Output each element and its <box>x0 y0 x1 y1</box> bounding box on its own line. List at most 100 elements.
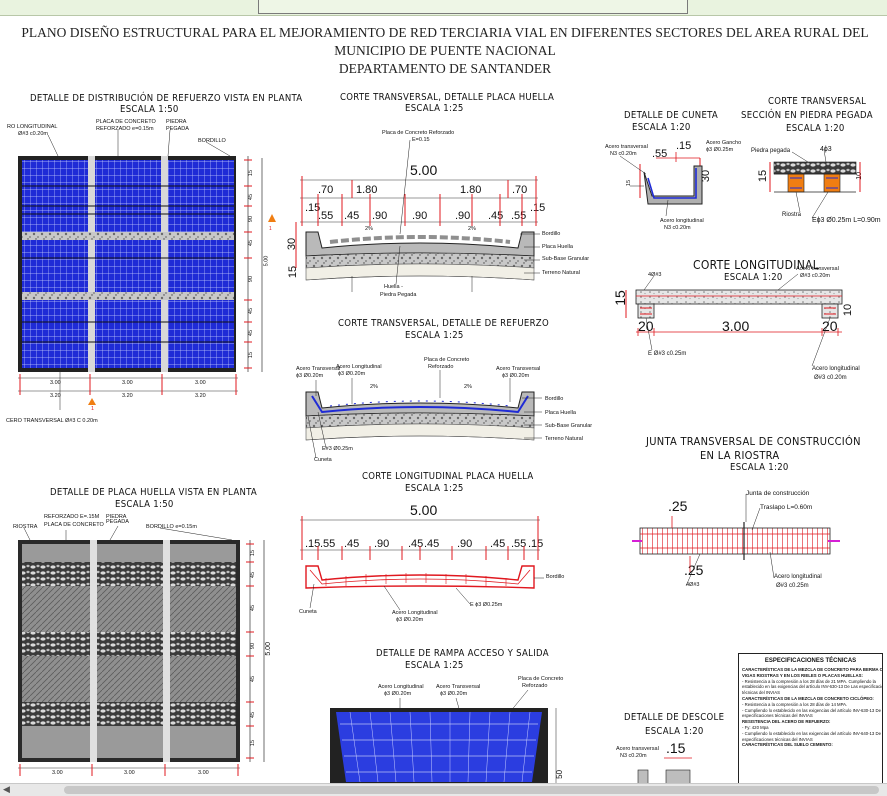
scroll-left-icon[interactable]: ◀ <box>3 784 10 794</box>
specs-line: especificaciones técnicas del INVIAS <box>742 736 813 742</box>
sec2-label-acero-l: Acero Longitudinal <box>336 364 382 370</box>
piedra-label-riostra: Riostra <box>782 212 802 218</box>
descole-title: DETALLE DE DESCOLE <box>624 712 725 723</box>
cuneta-dim-55: .55 <box>652 148 668 160</box>
sec3-dim-4: .45 <box>408 538 424 550</box>
sec1-label-placa: Placa de Concreto Reforzado <box>382 130 455 136</box>
descole-label-acero2: N3 c0.20m <box>620 753 647 759</box>
sec2-pct-1: 2% <box>464 384 472 390</box>
plan1-marker: 1 <box>91 406 95 412</box>
plan1-label-transv: CERO TRANSVERSAL Ø#3 C 0.20m <box>6 418 98 424</box>
plan1-title: DETALLE DE DISTRIBUCIÓN DE REFUERZO VIST… <box>30 93 303 104</box>
junta-scale: ESCALA 1:20 <box>730 462 789 473</box>
sec1-dim-a-1: 1.80 <box>356 184 378 196</box>
rampa-scale: ESCALA 1:25 <box>405 660 464 671</box>
cuneta-title: DETALLE DE CUNETA <box>624 110 719 121</box>
descole-scale: ESCALA 1:20 <box>645 726 704 737</box>
specs-line: RESISTENCIA DEL ACERO DE REFUERZO: <box>742 719 831 725</box>
sec3-total: 5.00 <box>410 502 438 518</box>
descole-label-acero: Acero transversal <box>616 746 659 752</box>
sec2-label-placa: Placa de Concreto <box>424 357 470 363</box>
title-line-1: PLANO DISEÑO ESTRUCTURAL PARA EL MEJORAM… <box>21 25 869 58</box>
cuneta-dim-15: .15 <box>676 140 692 152</box>
corte-long-title: CORTE LONGITUDINAL <box>693 258 820 272</box>
plan1-label-piedra: PIEDRA <box>166 119 187 125</box>
plan2-dim-bottom-0: 3.00 <box>52 770 63 776</box>
piedra-label-4: 4ɸ3 <box>820 146 832 153</box>
piedra-title-2: SECCIÓN EN PIEDRA PEGADA <box>741 110 873 121</box>
sec3-title: CORTE LONGITUDINAL PLACA HUELLA <box>362 471 534 482</box>
sec1-legend-1: Placa Huella <box>542 244 573 250</box>
junta-label-4n3: 4Ø#3 <box>686 582 700 588</box>
plan2-label-riostra: RIOSTRA <box>13 524 38 530</box>
piedra-title-1: CORTE TRANSVERSAL <box>768 96 867 107</box>
specs-line: establecido en las exigencias del artícu… <box>742 684 883 690</box>
plan2-dim-bottom-1: 3.00 <box>124 770 135 776</box>
rampa-label-acero-t2: ɸ3 Ø0.20m <box>440 691 468 697</box>
sec1-title: CORTE TRANSVERSAL, DETALLE PLACA HUELLA <box>340 92 555 103</box>
sec1-scale: ESCALA 1:25 <box>405 103 464 114</box>
title-line-2: DEPARTAMENTO DE SANTANDER <box>338 61 552 76</box>
sec3-label-e: E ɸ3 Ø0.25m <box>470 602 503 608</box>
drawing-title: PLANO DISEÑO ESTRUCTURAL PARA EL MEJORAM… <box>10 24 880 78</box>
cuneta-label-long2: N3 c0.20m <box>664 225 691 231</box>
corte-long-dim-20a: 20 <box>638 318 654 334</box>
plan2-label-ref: REFORZADO E=.15M <box>44 514 100 520</box>
sec1-label-e: E=0.15 <box>412 137 430 143</box>
scrollbar-thumb[interactable] <box>64 786 879 794</box>
plan1-dim-bottom2-0: 3.20 <box>50 393 61 399</box>
junta-label-traslapo: Traslapo L=0.60m <box>760 504 813 511</box>
sec2-label-e: E#3 Ø0.25m <box>322 446 353 452</box>
sec2-label-acero-t-r: Acero Transversal <box>496 366 541 372</box>
sec3-scale: ESCALA 1:25 <box>405 483 464 494</box>
sec2-legend-0: Bordillo <box>545 396 564 402</box>
sec2-legend-2: Sub-Base Granular <box>545 423 593 429</box>
cuneta-label-gancho2: ɸ3 Ø0.25m <box>706 147 734 153</box>
specs-box: ESPECIFICACIONES TÉCNICAS CARACTERÍSTICA… <box>738 653 883 785</box>
specs-line: - Cumpliendo lo establecido en las exige… <box>742 730 883 736</box>
junta-label-long: Acero longitudinal <box>774 574 822 580</box>
specs-line: CARACTERÍSTICAS DE LA MEZCLA DE CONCRETO… <box>742 695 874 701</box>
sec1-pct-1: 2% <box>468 226 476 232</box>
sec3-dim-1: .55 <box>320 538 336 550</box>
cuneta-label-long: Acero longitudinal <box>660 218 704 224</box>
corte-long-label-long: Acero longitudinal <box>812 366 860 372</box>
cuneta-scale: ESCALA 1:20 <box>632 122 691 133</box>
plan1-dim-bottom-2: 3.00 <box>195 380 206 386</box>
sec3-label-cuneta: Cuneta <box>299 609 317 615</box>
piedra-label-e: Eɸ3 Ø0.25m L=0.90m <box>812 217 881 224</box>
plan1-scale: ESCALA 1:50 <box>120 104 179 115</box>
corte-long-dim-20b: 20 <box>822 318 838 334</box>
sec2-scale: ESCALA 1:25 <box>405 330 464 341</box>
specs-line: VIGAS RIOSTRAS Y EN LOS RIELES O PLACAS … <box>742 672 863 678</box>
rampa-label-acero-l2: ɸ3 Ø0.20m <box>384 691 412 697</box>
plan1-label-ro2: Ø#3 c0.20m <box>18 131 48 137</box>
specs-line: CARACTERÍSTICAS DEL SUELO CEMENTO: <box>742 742 833 748</box>
sec1-dim-b-3: .90 <box>372 210 388 222</box>
sec1-legend-3: Terreno Natural <box>542 270 580 276</box>
sec1-dim-b-8: .15 <box>530 202 546 214</box>
sec1-dim-b-1: .55 <box>318 210 334 222</box>
junta-label-junta: Junta de construcción <box>746 490 810 497</box>
sec2-label-ref: Reforzado <box>428 364 454 370</box>
sec3-dim-9: .15 <box>528 538 544 550</box>
junta-label-long2: Ø#3 c0.25m <box>776 583 809 589</box>
sec3-dim-7: .45 <box>490 538 506 550</box>
specs-line: - Resistencia a la compresión a los 28 d… <box>742 678 876 684</box>
specs-line: - Fy: 420 Mpa <box>742 724 769 730</box>
piedra-label-piedra: Piedra pegada <box>751 148 791 154</box>
sec3-label-acero-l: Acero Longitudinal <box>392 610 438 616</box>
sec3-dim-8: .55 <box>511 538 527 550</box>
piedra-scale: ESCALA 1:20 <box>786 123 845 134</box>
sec2-pct-0: 2% <box>370 384 378 390</box>
corte-long-label-4n3: 4Ø#3 <box>648 272 662 278</box>
plan1-dim-bottom2-2: 3.20 <box>195 393 206 399</box>
sec2-label-acero-t2: ɸ3 Ø0.20m <box>296 373 324 379</box>
